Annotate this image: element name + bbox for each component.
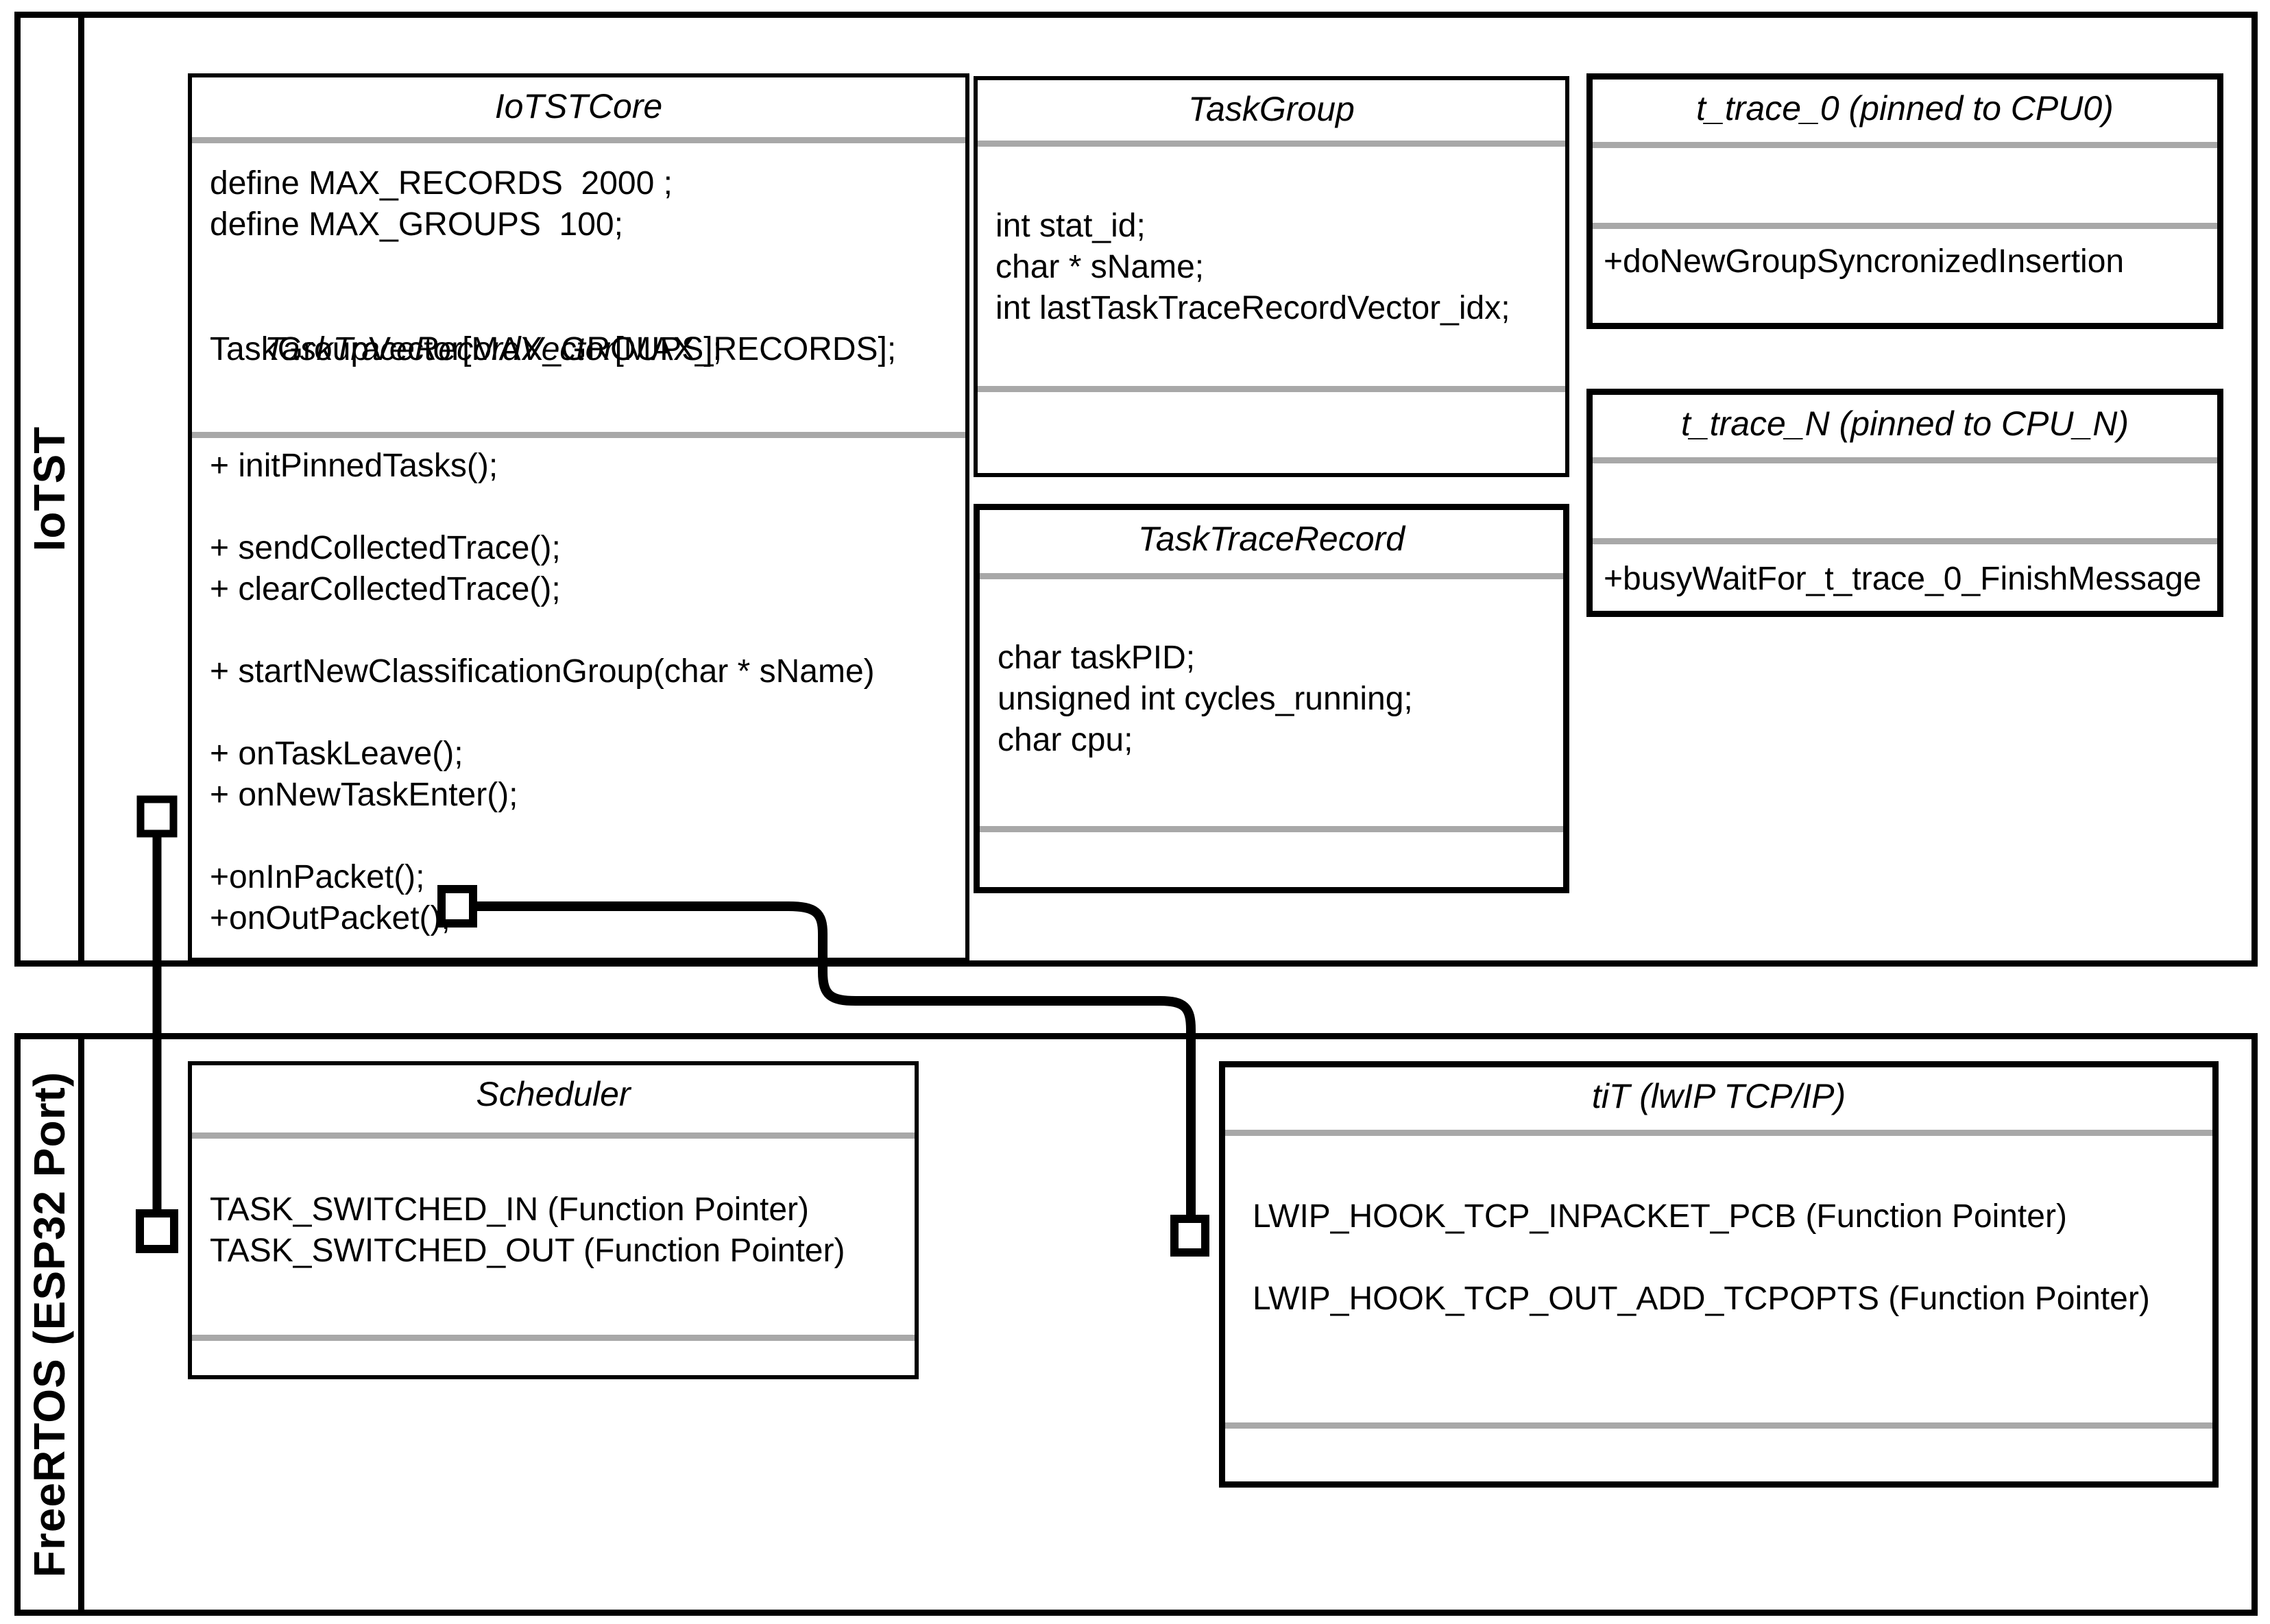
iotstcore-vector-attr-2: TaskGroupVector[MAX_GROUPS]; xyxy=(210,331,722,367)
class-t-trace-0-title: t_trace_0 (pinned to CPU0) xyxy=(1696,89,2114,128)
freertos-label-divider xyxy=(78,1039,84,1610)
t-trace-0-separator-2 xyxy=(1593,223,2217,229)
class-iotstcore: IoTSTCore define MAX_RECORDS 2000 ; defi… xyxy=(188,73,969,962)
tasktracerecord-separator-1 xyxy=(980,573,1563,579)
class-scheduler: Scheduler TASK_SWITCHED_IN (Function Poi… xyxy=(188,1061,919,1379)
anchor-square-tit xyxy=(1170,1215,1209,1257)
class-tasktracerecord-title: TaskTraceRecord xyxy=(1137,520,1405,558)
t-trace-0-separator-1 xyxy=(1593,142,2217,148)
class-taskgroup: TaskGroup int stat_id; char * sName; int… xyxy=(974,76,1569,477)
class-scheduler-title: Scheduler xyxy=(476,1075,631,1113)
anchor-square-onoutpacket xyxy=(437,885,477,928)
iotstcore-methods: + initPinnedTasks(); + sendCollectedTrac… xyxy=(210,448,875,936)
taskgroup-separator-2 xyxy=(978,386,1565,392)
iotstcore-separator-1 xyxy=(192,137,965,143)
class-taskgroup-title: TaskGroup xyxy=(1188,90,1355,128)
tit-lwip-separator-1 xyxy=(1225,1130,2212,1136)
class-t-trace-n: t_trace_N (pinned to CPU_N) +busyWaitFor… xyxy=(1586,389,2223,617)
class-tasktracerecord: TaskTraceRecord char taskPID; unsigned i… xyxy=(974,504,1569,893)
iotst-label-divider xyxy=(78,18,84,960)
t-trace-n-separator-1 xyxy=(1593,457,2217,463)
class-tit-lwip: tiT (lwIP TCP/IP) LWIP_HOOK_TCP_INPACKET… xyxy=(1219,1061,2219,1488)
taskgroup-separator-1 xyxy=(978,141,1565,147)
t-trace-n-separator-2 xyxy=(1593,538,2217,544)
class-tit-lwip-title: tiT (lwIP TCP/IP) xyxy=(1591,1077,1846,1115)
iotstcore-vector-attr-name: TaskTraceRecordVector xyxy=(265,331,615,367)
connector-tit-link xyxy=(473,901,1196,1219)
tit-lwip-attributes: LWIP_HOOK_TCP_INPACKET_PCB (Function Poi… xyxy=(1253,1198,2150,1317)
anchor-square-iotstcore-left xyxy=(136,795,178,838)
scheduler-separator-2 xyxy=(192,1335,915,1341)
taskgroup-attributes: int stat_id; char * sName; int lastTaskT… xyxy=(995,208,1510,326)
anchor-square-scheduler xyxy=(136,1209,178,1253)
class-t-trace-n-title: t_trace_N (pinned to CPU_N) xyxy=(1680,404,2129,443)
tit-lwip-separator-2 xyxy=(1225,1422,2212,1429)
t-trace-n-methods: +busyWaitFor_t_trace_0_FinishMessage xyxy=(1604,561,2201,597)
iotstcore-separator-2 xyxy=(192,432,965,438)
tasktracerecord-separator-2 xyxy=(980,826,1563,832)
iotstcore-vector-attr-index: [MAX_RECORDS]; xyxy=(614,331,897,367)
scheduler-attributes: TASK_SWITCHED_IN (Function Pointer) TASK… xyxy=(210,1191,845,1269)
t-trace-0-methods: +doNewGroupSyncronizedInsertion xyxy=(1604,243,2125,280)
class-t-trace-0: t_trace_0 (pinned to CPU0) +doNewGroupSy… xyxy=(1586,73,2223,329)
class-iotstcore-title: IoTSTCore xyxy=(494,87,663,125)
iotstcore-vector-attr: TaskTraceRecordVector[MAX_RECORDS]; xyxy=(210,288,896,411)
iotstcore-defines: define MAX_RECORDS 2000 ; define MAX_GRO… xyxy=(210,165,673,243)
tasktracerecord-attributes: char taskPID; unsigned int cycles_runnin… xyxy=(998,640,1413,758)
scheduler-separator-1 xyxy=(192,1132,915,1139)
